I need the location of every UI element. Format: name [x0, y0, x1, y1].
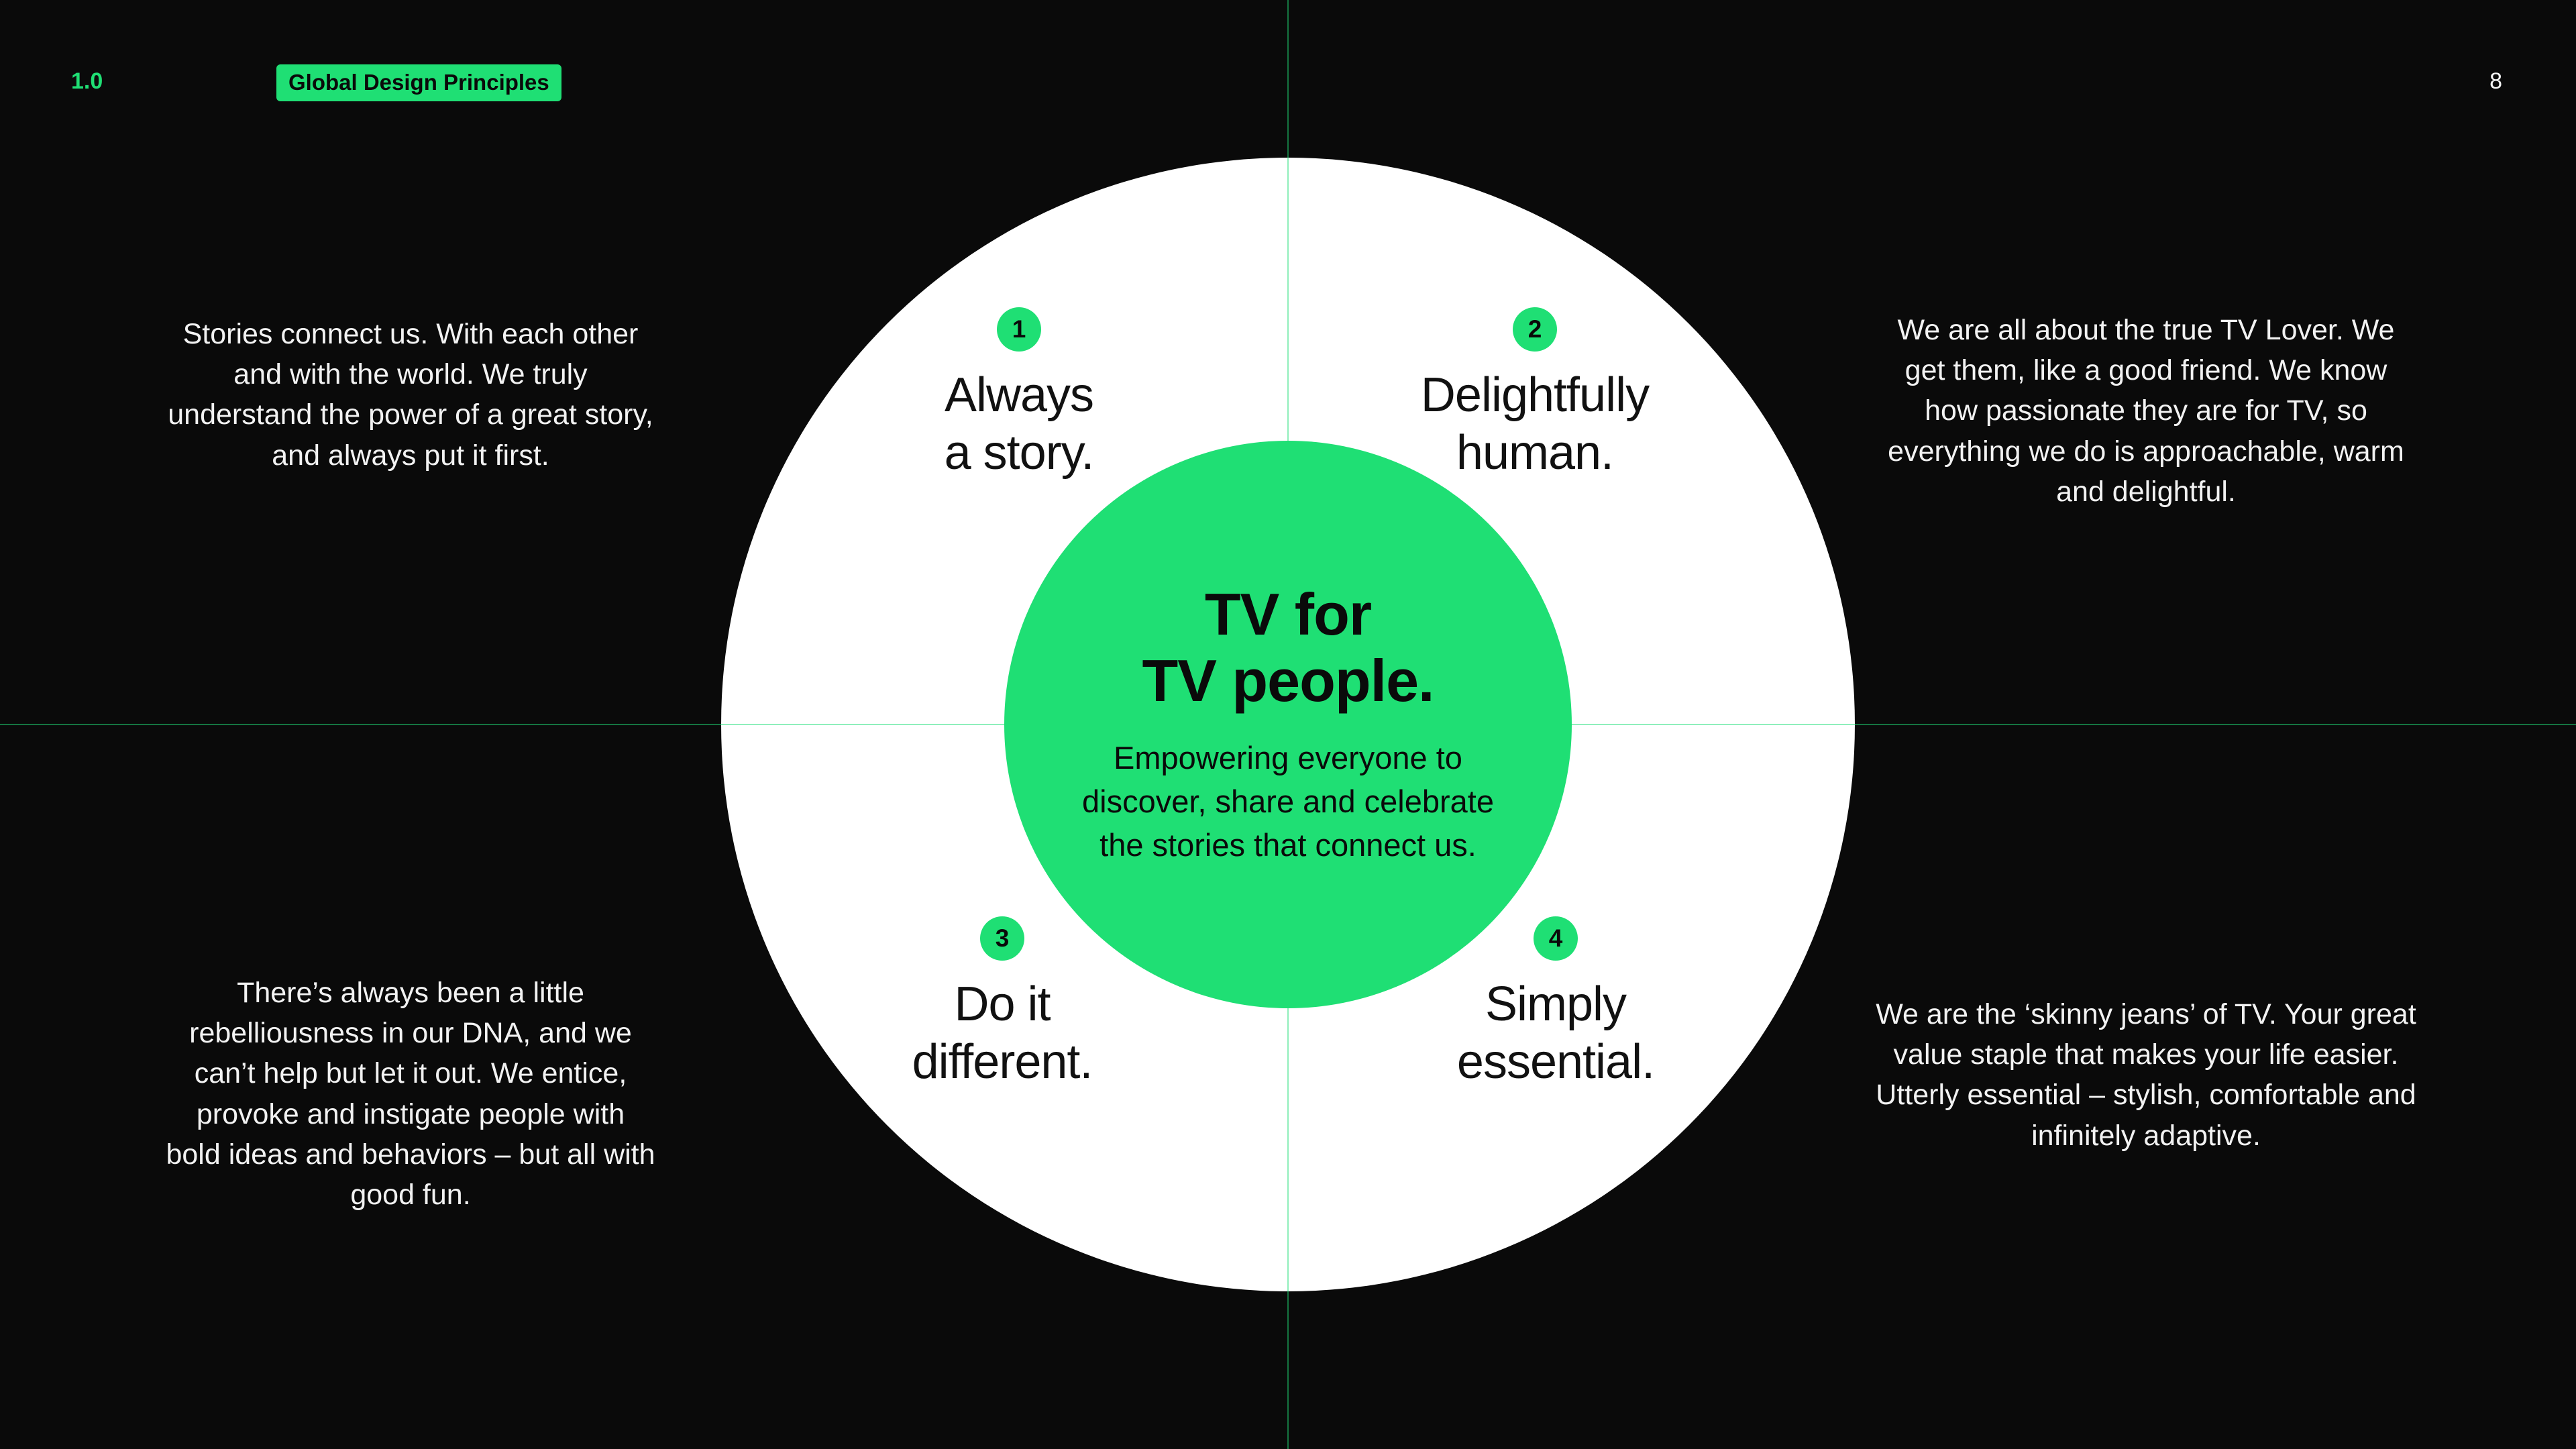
- principle-3-group: 3 Do it different.: [801, 916, 1203, 1091]
- center-title: TV for TV people.: [1142, 581, 1435, 714]
- principle-4-number-badge: 4: [1534, 916, 1578, 961]
- page-number: 8: [2489, 68, 2502, 94]
- principle-4-group: 4 Simply essential.: [1354, 916, 1757, 1091]
- principle-2-group: 2 Delightfully human.: [1334, 307, 1736, 482]
- principle-4-label: Simply essential.: [1456, 977, 1655, 1089]
- principle-2-label: Delightfully human.: [1420, 368, 1650, 480]
- principle-1-label: Always a story.: [944, 368, 1095, 480]
- principle-4-description: We are the ‘skinny jeans’ of TV. Your gr…: [1876, 998, 2416, 1152]
- center-statement-circle: TV for TV people. Empowering everyone to…: [1004, 441, 1572, 1008]
- section-title-badge: Global Design Principles: [276, 64, 561, 101]
- center-subtitle: Empowering everyone to discover, share a…: [1082, 740, 1494, 863]
- principle-1-group: 1 Always a story.: [818, 307, 1220, 482]
- principle-3-description: There’s always been a little rebelliousn…: [166, 977, 655, 1211]
- principle-1-description: Stories connect us. With each other and …: [168, 318, 653, 472]
- principle-3-number-badge: 3: [980, 916, 1024, 961]
- section-number: 1.0: [71, 68, 103, 94]
- principle-2-description: We are all about the true TV Lover. We g…: [1888, 314, 2404, 508]
- principle-2-number-badge: 2: [1513, 307, 1557, 352]
- principle-3-label: Do it different.: [912, 977, 1093, 1089]
- principle-1-number-badge: 1: [997, 307, 1041, 352]
